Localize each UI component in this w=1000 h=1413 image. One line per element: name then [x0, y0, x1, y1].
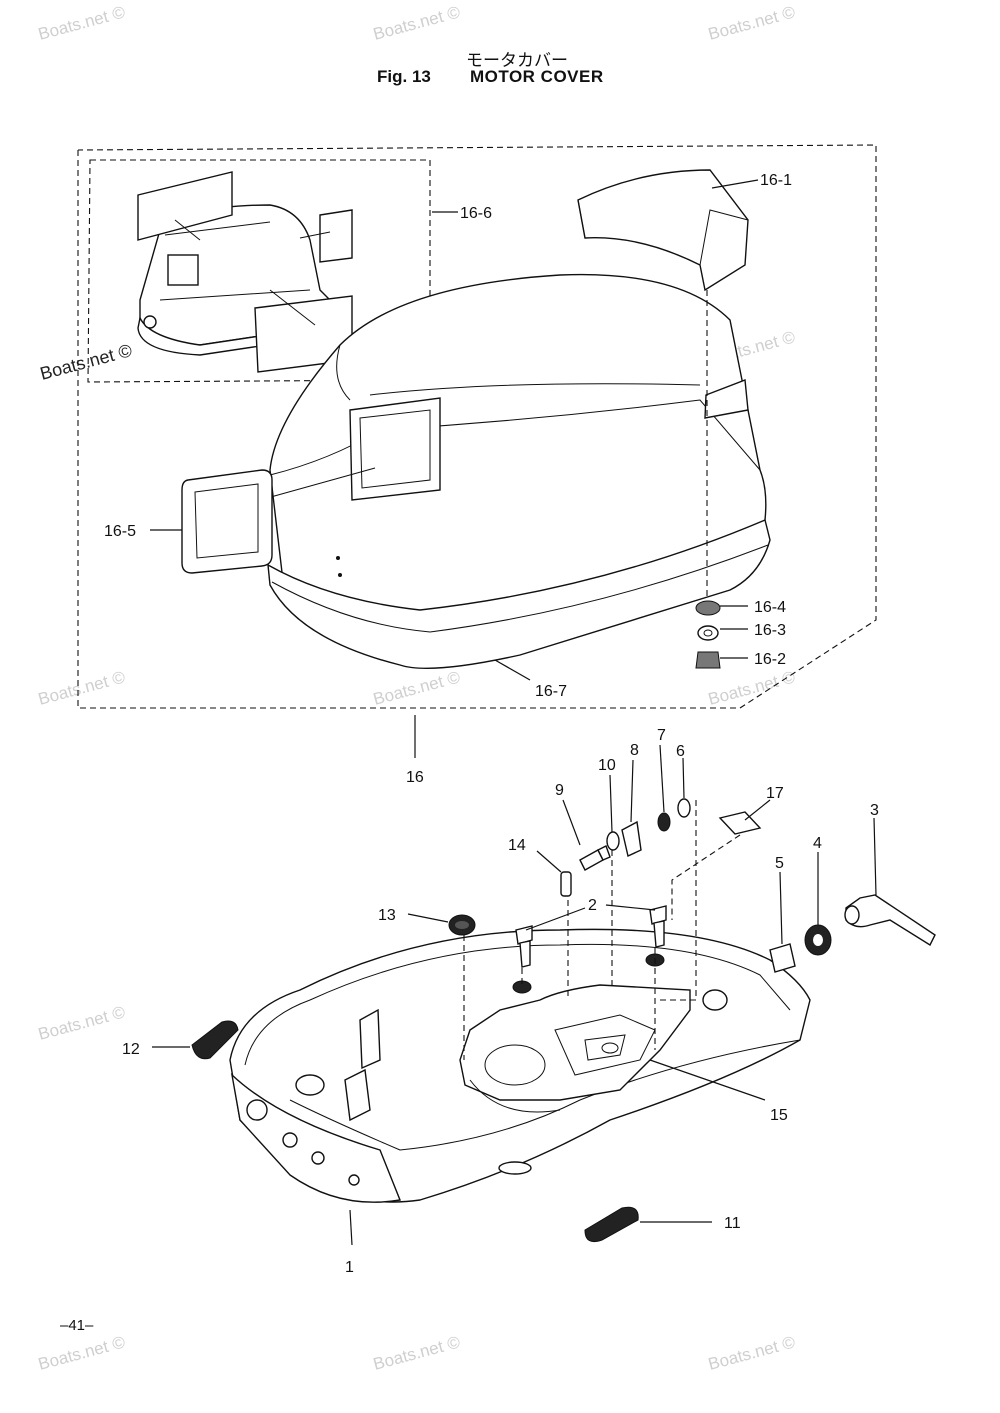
callout-11: 11	[724, 1215, 741, 1232]
callout-16-4: 16-4	[754, 599, 786, 616]
figure-title: MOTOR COVER	[470, 67, 604, 86]
callout-16-5: 16-5	[104, 523, 136, 540]
callout-6: 6	[676, 743, 685, 760]
callout-16: 16	[406, 769, 424, 786]
leader-lines-lower	[152, 744, 877, 1246]
assembly-16-frame	[77, 144, 877, 709]
watermark: Boats.net ©	[36, 1002, 127, 1044]
callout-7: 7	[657, 727, 666, 744]
leader-lines-upper	[150, 211, 748, 758]
watermark: Boats.net ©	[706, 667, 797, 709]
callout-12: 12	[122, 1041, 140, 1058]
watermark: Boats.net ©	[36, 1332, 127, 1374]
watermark: Boats.net ©	[706, 1332, 797, 1374]
watermark: Boats.net ©	[706, 2, 797, 44]
small-parts	[191, 798, 936, 1243]
callout-13: 13	[378, 907, 396, 924]
fasteners-16	[695, 290, 721, 669]
callout-8: 8	[630, 742, 639, 759]
watermark-dark: Boats.net ©	[38, 340, 134, 384]
callout-17: 17	[766, 785, 784, 802]
callout-16-1: 16-1	[760, 172, 792, 189]
inset-cover-16-6	[137, 171, 353, 373]
title-japanese: モータカバー	[466, 51, 568, 71]
callout-10: 10	[598, 757, 616, 774]
callout-14: 14	[508, 837, 526, 854]
watermark: Boats.net ©	[36, 2, 127, 44]
callout-16-7: 16-7	[535, 683, 567, 700]
callout-16-6: 16-6	[460, 205, 492, 222]
callout-16-3: 16-3	[754, 622, 786, 639]
callout-15: 15	[770, 1107, 788, 1124]
callout-9: 9	[555, 782, 564, 799]
figure-number: Fig. 13	[377, 67, 431, 86]
callout-16-2: 16-2	[754, 651, 786, 668]
page-number: –41–	[60, 1317, 94, 1334]
watermark: Boats.net ©	[371, 2, 462, 44]
callout-5: 5	[775, 855, 784, 872]
callout-labels: 16-1 16-6 16-5 16-4 16-3 16-2 16-7 16 8 …	[104, 172, 879, 1276]
callout-2: 2	[588, 897, 597, 914]
top-cowl	[259, 273, 771, 670]
bottom-cowl-1	[229, 928, 811, 1203]
watermark: Boats.net ©	[36, 667, 127, 709]
callout-4: 4	[813, 835, 822, 852]
watermark: Boats.net ©	[371, 667, 462, 709]
callout-1: 1	[345, 1259, 354, 1276]
top-cap-16-1	[577, 169, 759, 292]
window-frame-16-5	[181, 469, 273, 574]
callout-3: 3	[870, 802, 879, 819]
watermark: Boats.net ©	[371, 1332, 462, 1374]
